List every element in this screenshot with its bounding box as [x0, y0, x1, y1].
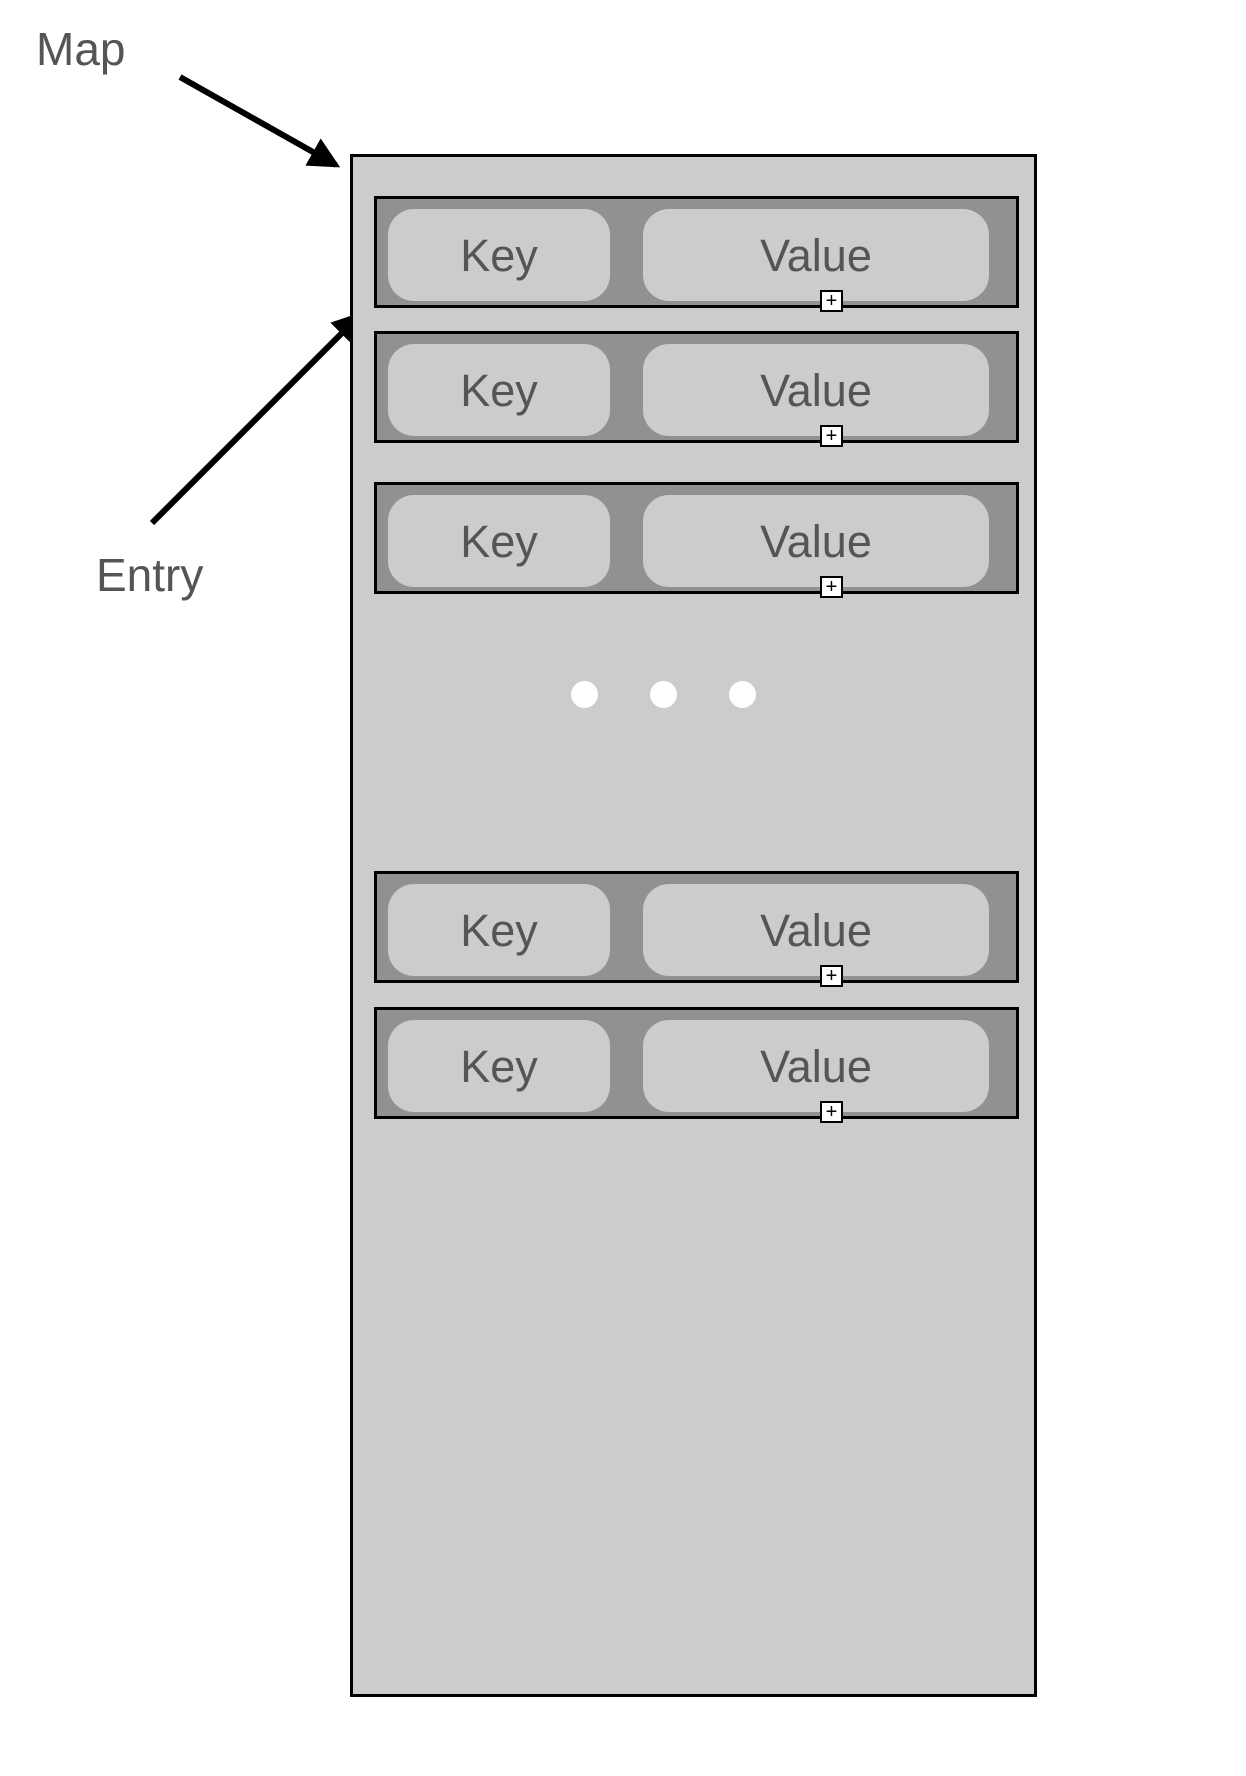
- arrow-to-entry-row: [149, 311, 364, 526]
- entry-key-pill[interactable]: Key: [388, 209, 610, 301]
- entry-key-pill[interactable]: Key: [388, 1020, 610, 1112]
- entry-row[interactable]: Key Value +: [374, 871, 1019, 987]
- entry-row[interactable]: Key Value +: [374, 331, 1019, 447]
- ellipsis-dot: [571, 681, 598, 708]
- annotation-label-map: Map: [36, 23, 126, 75]
- entry-key-pill[interactable]: Key: [388, 344, 610, 436]
- expand-plus-icon[interactable]: +: [820, 576, 843, 598]
- entry-value-pill[interactable]: Value: [643, 344, 989, 436]
- continuation-ellipsis: [571, 681, 767, 709]
- entry-row[interactable]: Key Value +: [374, 196, 1019, 312]
- annotation-label-entry: Entry: [96, 549, 204, 601]
- expand-plus-icon[interactable]: +: [820, 425, 843, 447]
- entry-value-pill[interactable]: Value: [643, 209, 989, 301]
- entry-value-pill[interactable]: Value: [643, 495, 989, 587]
- expand-plus-icon[interactable]: +: [820, 1101, 843, 1123]
- arrow-to-map-container: [178, 74, 341, 168]
- expand-plus-icon[interactable]: +: [820, 290, 843, 312]
- map-container[interactable]: Key Value + Key Value + Key Value + Key …: [350, 154, 1037, 1697]
- entry-key-pill[interactable]: Key: [388, 495, 610, 587]
- ellipsis-dot: [729, 681, 756, 708]
- entry-key-pill[interactable]: Key: [388, 884, 610, 976]
- entry-row[interactable]: Key Value +: [374, 482, 1019, 598]
- entry-value-pill[interactable]: Value: [643, 884, 989, 976]
- entry-value-pill[interactable]: Value: [643, 1020, 989, 1112]
- expand-plus-icon[interactable]: +: [820, 965, 843, 987]
- entry-row[interactable]: Key Value +: [374, 1007, 1019, 1123]
- ellipsis-dot: [650, 681, 677, 708]
